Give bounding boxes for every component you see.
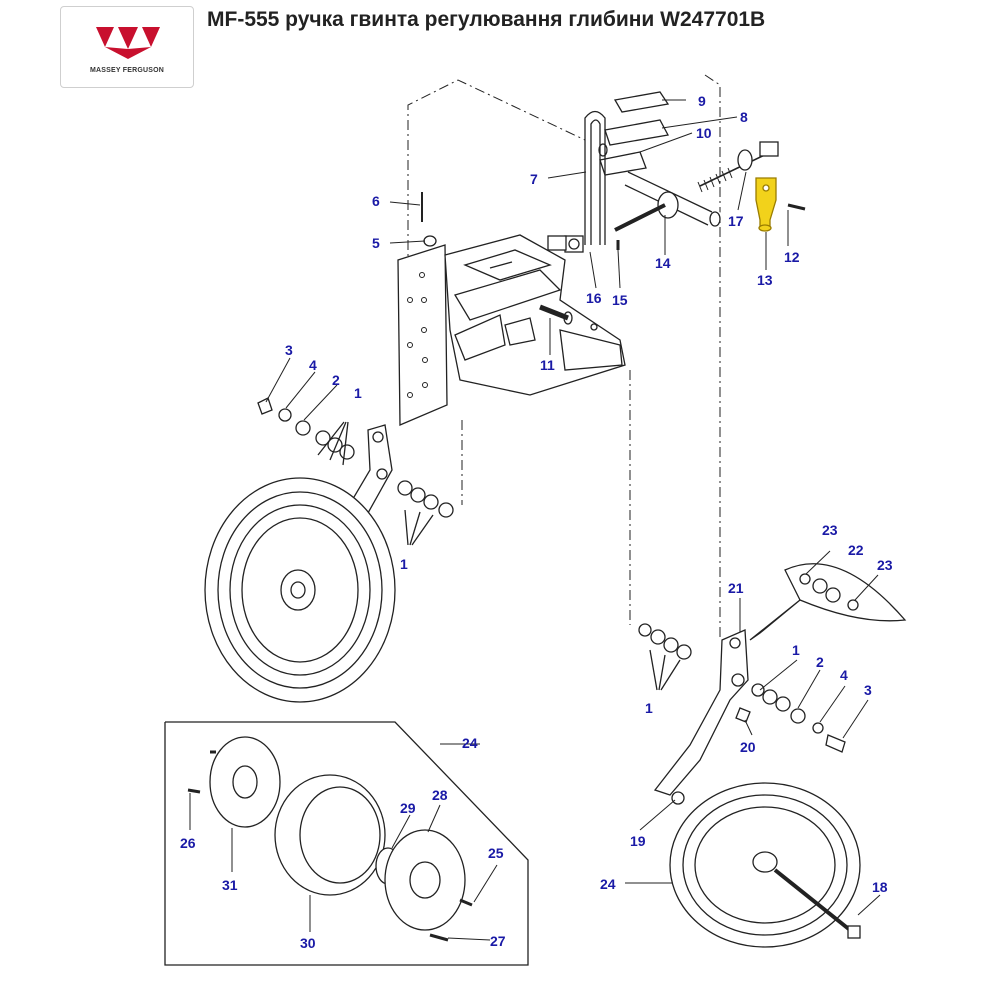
callout-9: 9: [698, 93, 706, 109]
callout-7: 7: [530, 171, 538, 187]
callout-2a: 2: [332, 372, 340, 388]
right-arm-assembly: [638, 623, 846, 805]
left-gauge-wheel: [204, 477, 396, 703]
callout-24a: 24: [462, 735, 478, 751]
callout-24b: 24: [600, 876, 616, 892]
callout-22: 22: [848, 542, 864, 558]
callout-23a: 23: [822, 522, 838, 538]
part-16-bracket: [547, 235, 584, 253]
callout-6: 6: [372, 193, 380, 209]
callout-2b: 2: [816, 654, 824, 670]
callout-29: 29: [400, 800, 416, 816]
callout-28: 28: [432, 787, 448, 803]
callout-14: 14: [655, 255, 671, 271]
callout-18: 18: [872, 879, 888, 895]
part-10-sleeve: [599, 151, 647, 176]
part-7-handle: [584, 110, 606, 245]
callout-11: 11: [540, 357, 555, 373]
right-gauge-wheel: [669, 782, 861, 948]
callout-17: 17: [728, 213, 744, 229]
part-12-pin: [787, 203, 806, 211]
wheel-breakdown-inset: [164, 721, 529, 966]
part-17-threaded-rod: [697, 141, 779, 193]
callout-12: 12: [784, 249, 800, 265]
frame-plate: [397, 234, 626, 426]
callout-25: 25: [488, 845, 504, 861]
callout-1a: 1: [354, 385, 362, 401]
part-14-shaft: [614, 171, 723, 232]
triple-triangle-logo-icon: [96, 27, 160, 59]
callout-8: 8: [740, 109, 748, 125]
callout-1c: 1: [792, 642, 800, 658]
callout-3a: 3: [285, 342, 293, 358]
callout-4b: 4: [840, 667, 848, 683]
page-title: MF-555 ручка гвинта регулювання глибини …: [207, 8, 766, 31]
massey-ferguson-logo: MASSEY FERGUSON: [60, 6, 194, 88]
callout-5: 5: [372, 235, 380, 251]
callout-26: 26: [180, 835, 196, 851]
callout-13: 13: [757, 272, 773, 288]
logo-text: MASSEY FERGUSON: [89, 67, 165, 74]
callout-1d: 1: [645, 700, 653, 716]
callout-27: 27: [490, 933, 506, 949]
callout-1b: 1: [400, 556, 408, 572]
callout-21: 21: [728, 580, 744, 596]
callout-10: 10: [696, 125, 712, 141]
part-13-knob-highlighted: [755, 177, 777, 232]
callout-23b: 23: [877, 557, 893, 573]
callout-30: 30: [300, 935, 316, 951]
callout-31: 31: [222, 877, 238, 893]
callout-4a: 4: [309, 357, 317, 373]
callout-3b: 3: [864, 682, 872, 698]
part-11-bolt: [539, 304, 573, 325]
callout-20: 20: [740, 739, 756, 755]
callout-19: 19: [630, 833, 646, 849]
callout-15: 15: [612, 292, 628, 308]
callout-16: 16: [586, 290, 602, 306]
part-9-decal: [613, 91, 670, 113]
bushing-detail-bubble: [749, 563, 907, 641]
part-8-grip: [604, 119, 669, 146]
